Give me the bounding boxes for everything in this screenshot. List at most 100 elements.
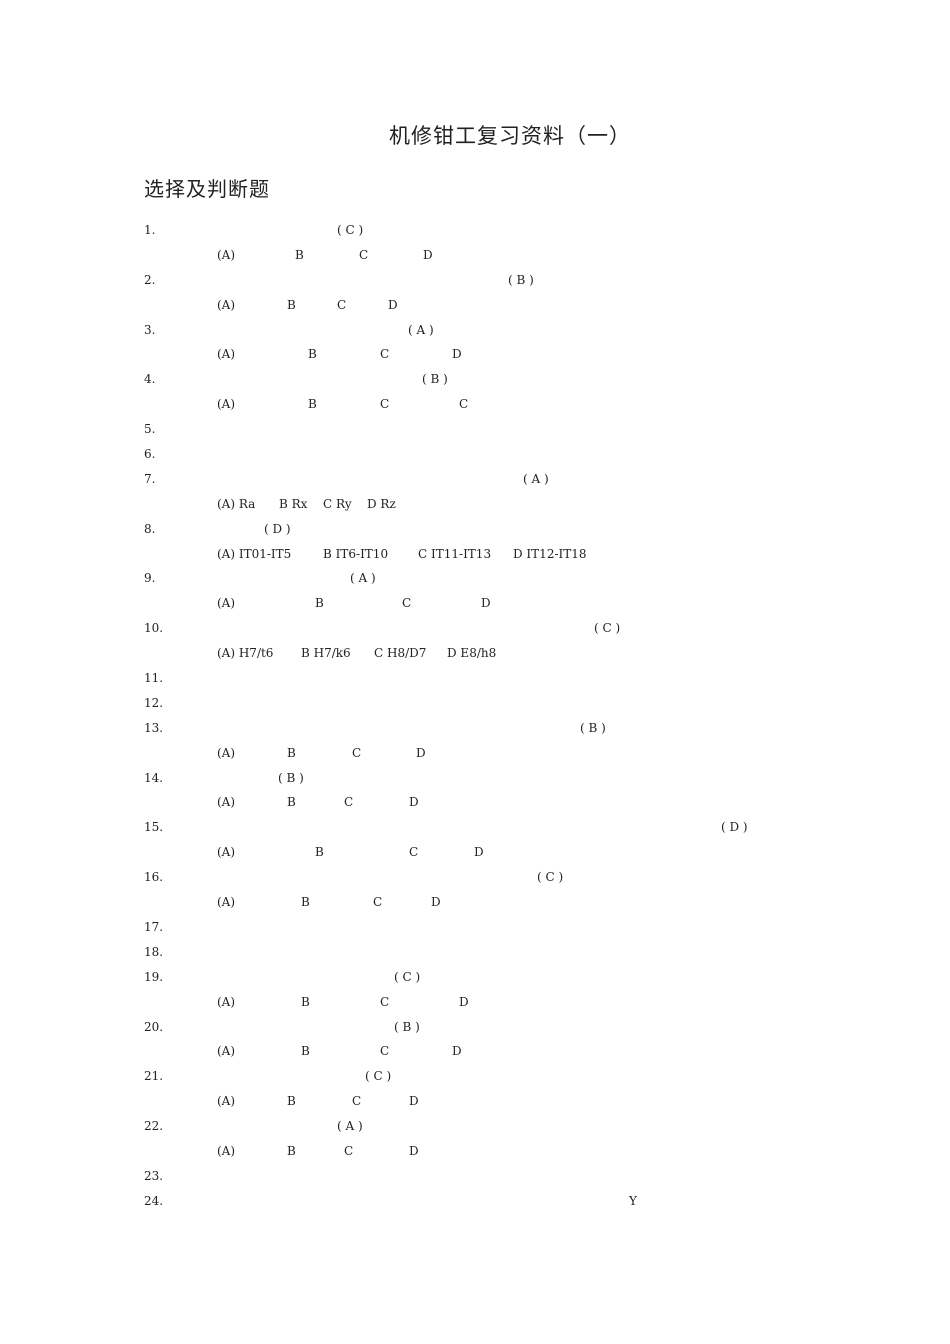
answer-blank: ( A ) (350, 571, 376, 586)
option-item: B (287, 1094, 296, 1109)
question-row: 8.( D ) (144, 519, 924, 544)
question-number: 24. (144, 1193, 164, 1208)
question-number: 23. (144, 1168, 164, 1183)
question-row: 20.( B ) (144, 1017, 924, 1042)
question-number: 4. (144, 372, 156, 387)
option-item: C (344, 1143, 354, 1158)
option-item: C IT11-IT13 (418, 546, 492, 561)
options-row: (A) B C D (144, 892, 924, 917)
question-row: 18. (144, 942, 924, 967)
question-number: 17. (144, 919, 164, 934)
option-item: C (359, 247, 369, 262)
answer-blank: ( C ) (594, 621, 621, 636)
question-row: 19. ( C ) (144, 967, 924, 992)
question-row: 14.( B ) (144, 768, 924, 793)
option-item: B (295, 247, 304, 262)
option-item: B H7/k6 (301, 646, 351, 661)
option-item: B (287, 297, 296, 312)
answer-blank: ( C ) (537, 870, 564, 885)
option-item: D (452, 1044, 462, 1059)
option-item: (A) (217, 1094, 236, 1109)
question-row: 3.( A ) (144, 320, 924, 345)
question-number: 21. (144, 1069, 164, 1084)
answer-blank: ( C ) (365, 1069, 392, 1084)
option-item: (A) (217, 596, 236, 611)
answer-blank: ( D ) (264, 521, 291, 536)
option-item: C (459, 397, 469, 412)
question-number: 22. (144, 1119, 164, 1134)
option-item: C H8/D7 (374, 646, 427, 661)
option-item: (A) IT01-IT5 (217, 546, 292, 561)
option-item: (A) (217, 397, 236, 412)
option-item: C (344, 795, 354, 810)
option-item: C (380, 347, 390, 362)
option-item: B (308, 347, 317, 362)
option-item: (A) H7/t6 (217, 646, 274, 661)
page-title: 机修钳工复习资料（一） (389, 124, 631, 148)
question-number: 5. (144, 422, 156, 437)
option-item: (A) (217, 1044, 236, 1059)
question-number: 9. (144, 571, 156, 586)
question-row: 12. (144, 693, 924, 718)
option-item: (A) (217, 994, 236, 1009)
option-item: C Ry (323, 496, 352, 511)
answer-blank: ( B ) (394, 1019, 420, 1034)
option-item: D (409, 1094, 419, 1109)
answer-blank: ( C ) (394, 969, 421, 984)
option-item: C (380, 1044, 390, 1059)
option-item: B (315, 845, 324, 860)
option-item: (A) (217, 895, 236, 910)
option-item: C (352, 745, 362, 760)
option-item: D (481, 596, 491, 611)
question-number: 2. (144, 272, 156, 287)
options-row: (A) B C D (144, 743, 924, 768)
answer-blank: ( A ) (337, 1119, 363, 1134)
option-item: B (308, 397, 317, 412)
answer-blank: ( C ) (337, 223, 364, 237)
option-item: B (287, 745, 296, 760)
answer-blank: ( B ) (580, 720, 606, 735)
section-heading: 选择及判断题 (144, 177, 270, 201)
question-row: 15.( D ) (144, 817, 924, 842)
question-number: 19. (144, 969, 164, 984)
question-row: 6. (144, 444, 924, 469)
judgement-mark: Y (629, 1193, 637, 1208)
question-row: 23. (144, 1166, 924, 1191)
option-item: C (402, 596, 412, 611)
question-row: 5. (144, 419, 924, 444)
option-item: D (423, 247, 433, 262)
options-row: (A) B C D (144, 792, 924, 817)
question-row: 7.( A ) (144, 469, 924, 494)
answer-blank: ( D ) (721, 820, 748, 835)
option-item: C (380, 397, 390, 412)
option-item: D (474, 845, 484, 860)
answer-blank: ( A ) (523, 471, 549, 486)
question-number: 1. (144, 223, 156, 237)
option-item: D (452, 347, 462, 362)
options-row: (A) B C C (144, 394, 924, 419)
option-item: B Rx (279, 496, 308, 511)
options-row: (A) B C D (144, 593, 924, 618)
option-item: D (409, 1143, 419, 1158)
options-row: (A) B C D (144, 1041, 924, 1066)
option-item: C (352, 1094, 362, 1109)
option-item: (A) (217, 297, 236, 312)
option-item: D (409, 795, 419, 810)
option-item: C (409, 845, 419, 860)
answer-blank: ( B ) (422, 372, 448, 387)
option-item: (A) (217, 745, 236, 760)
option-item: D (431, 895, 441, 910)
question-row: 22. ( A ) (144, 1116, 924, 1141)
question-row: 11. (144, 668, 924, 693)
answer-blank: ( A ) (408, 322, 434, 337)
question-row: 13.( B ) (144, 718, 924, 743)
question-number: 10. (144, 621, 164, 636)
option-item: B (301, 1044, 310, 1059)
answer-blank: ( B ) (508, 272, 534, 287)
option-item: B IT6-IT10 (323, 546, 389, 561)
option-item: (A) (217, 1143, 236, 1158)
